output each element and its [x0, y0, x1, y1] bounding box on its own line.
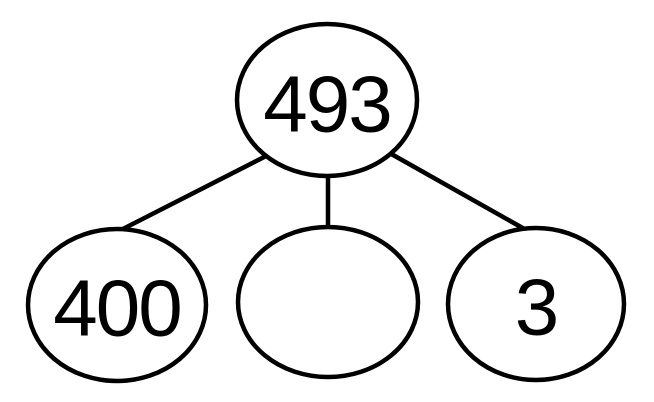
part-node-label: 3	[515, 263, 558, 352]
whole-node-circle	[234, 21, 420, 179]
part-node-ones: 3	[445, 225, 627, 383]
part-node-circle	[445, 225, 627, 383]
whole-node: 493	[234, 21, 420, 179]
connector-line-right	[384, 149, 530, 233]
part-node-tens-empty[interactable]	[235, 224, 421, 380]
part-node-label: 400	[53, 264, 180, 353]
connector-line-left	[115, 150, 274, 235]
whole-node-label: 493	[263, 60, 390, 149]
part-node-hundreds: 400	[25, 226, 209, 384]
part-node-circle	[25, 226, 209, 384]
empty-part-node-circle[interactable]	[235, 224, 421, 380]
